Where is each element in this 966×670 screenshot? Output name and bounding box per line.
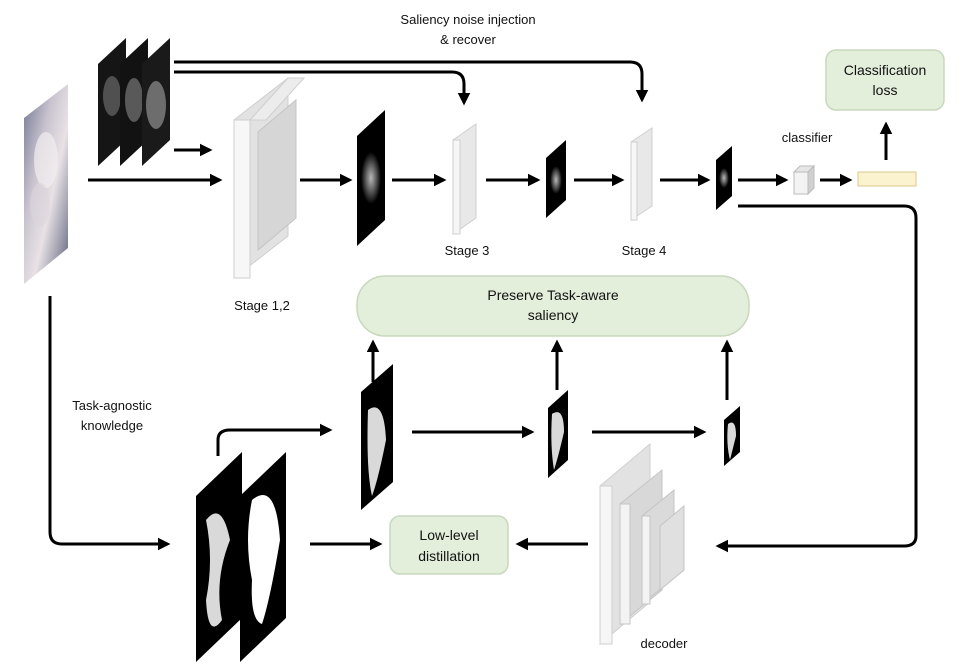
feature-map-3	[716, 146, 732, 210]
stage4-label: Stage 4	[622, 243, 667, 258]
preserve-saliency-box	[356, 275, 750, 337]
low-level-line1: Low-level	[419, 527, 478, 543]
task-agnostic-maps	[196, 452, 286, 662]
decoder-block	[599, 442, 685, 646]
logits-bar	[857, 171, 917, 187]
stage12-label: Stage 1,2	[234, 298, 290, 313]
stage3-block	[452, 123, 477, 235]
classification-loss-box	[825, 49, 945, 111]
injection-arrows	[174, 60, 649, 106]
saliency-map-large	[361, 364, 393, 510]
saliency-injection-label-2: & recover	[440, 32, 496, 47]
task-agnostic-label-1: Task-agnostic	[72, 398, 152, 413]
low-level-line2: distillation	[418, 548, 479, 564]
saliency-map-medium	[548, 390, 568, 478]
saliency-map-small	[724, 406, 740, 466]
stage4-block	[630, 127, 653, 221]
stage12-block	[233, 76, 306, 280]
decoder-feedback-arrow	[715, 204, 918, 553]
task-agnostic-label-2: knowledge	[81, 418, 143, 433]
classifier-cube	[792, 164, 816, 196]
preserve-line1: Preserve Task-aware	[487, 287, 618, 303]
feature-map-1	[357, 110, 385, 246]
classification-loss-line1: Classification	[844, 62, 926, 78]
decoder-label: decoder	[641, 636, 689, 651]
noise-saliency-stack	[98, 38, 170, 166]
feature-map-2	[546, 140, 566, 218]
task-agnostic-arrow	[48, 296, 171, 551]
classification-loss-line2: loss	[873, 82, 898, 98]
classifier-label: classifier	[782, 130, 833, 145]
saliency-injection-label-1: Saliency noise injection	[400, 12, 535, 27]
forward-arrows	[88, 121, 893, 187]
low-level-distillation-box	[389, 515, 509, 575]
stage3-label: Stage 3	[445, 243, 490, 258]
input-image	[24, 84, 68, 284]
preserve-line2: saliency	[528, 307, 579, 323]
maps-up-arrow	[216, 423, 333, 456]
